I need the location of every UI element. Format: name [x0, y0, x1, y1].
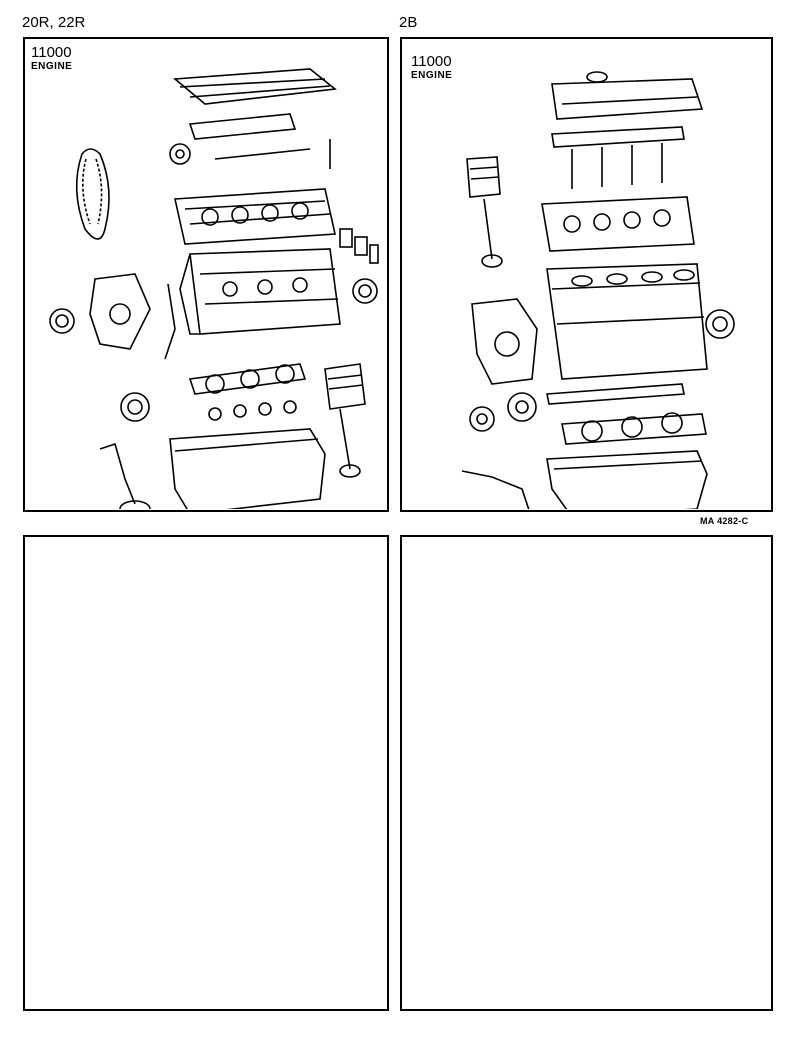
model-label-right: 2B: [399, 14, 418, 31]
part-code-left: 11000: [31, 44, 72, 61]
blank-panel-right: [400, 535, 773, 1011]
engine-panel-left: 11000 ENGINE: [23, 37, 389, 512]
engine-panel-right: 11000 ENGINE: [400, 37, 773, 512]
part-name-left: ENGINE: [31, 61, 73, 72]
part-code-right: 11000: [411, 53, 452, 70]
blank-panel-left: [23, 535, 389, 1011]
engine-exploded-drawing-right: [461, 71, 735, 509]
engine-exploded-drawing-left: [49, 68, 379, 509]
drawing-reference-code: MA 4282-C: [700, 516, 749, 526]
model-label-left: 20R, 22R: [22, 14, 86, 31]
part-name-right: ENGINE: [411, 70, 453, 81]
